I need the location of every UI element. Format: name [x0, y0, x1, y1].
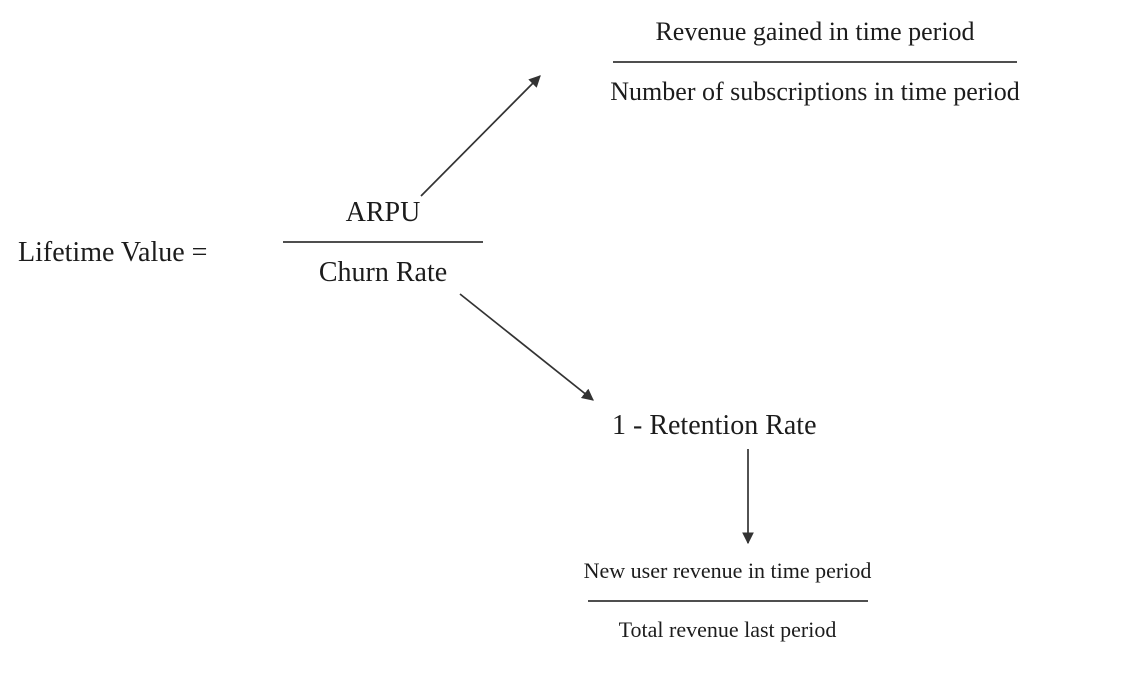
- arpu-expansion-denominator: Number of subscriptions in time period: [610, 77, 1020, 106]
- retention-expansion-fraction: New user revenue in time period Total re…: [560, 557, 895, 644]
- main-fraction-bar: [283, 241, 483, 243]
- retention-expansion-bar: [587, 600, 868, 602]
- arpu-expansion-bar: [613, 61, 1017, 63]
- arpu-expansion-fraction: Revenue gained in time period Number of …: [585, 16, 1045, 108]
- arpu-expansion-numerator: Revenue gained in time period: [655, 17, 975, 46]
- retention-expansion-denominator: Total revenue last period: [618, 617, 837, 642]
- main-fraction-numerator-arpu: ARPU: [345, 197, 421, 228]
- arrow-churn-to-retention-label: [459, 293, 594, 401]
- main-fraction: ARPU Churn Rate: [283, 196, 483, 290]
- retention-expansion-numerator: New user revenue in time period: [583, 558, 872, 583]
- churn-expansion-label: 1 - Retention Rate: [612, 410, 817, 441]
- arrow-arpu-to-revenue-fraction: [420, 75, 541, 197]
- main-fraction-denominator-churn-rate: Churn Rate: [318, 257, 448, 288]
- lifetime-value-label: Lifetime Value =: [18, 237, 208, 268]
